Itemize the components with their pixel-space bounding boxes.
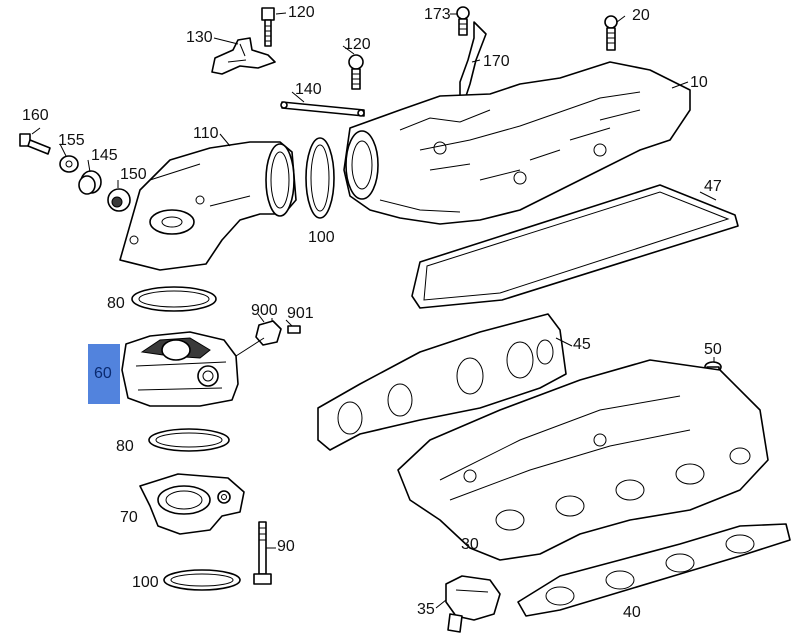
o-ring-100-lower[interactable] xyxy=(163,569,241,591)
label-170[interactable]: 170 xyxy=(483,53,510,70)
grommet-145[interactable] xyxy=(78,170,102,195)
elbow-pipe-110[interactable] xyxy=(119,141,297,271)
bolt-90[interactable] xyxy=(253,521,272,585)
label-35[interactable]: 35 xyxy=(417,601,435,618)
gasket-40[interactable] xyxy=(517,523,791,617)
o-ring-100-upper[interactable] xyxy=(305,137,335,219)
label-60[interactable]: 60 xyxy=(94,365,112,382)
highlight-part-60[interactable] xyxy=(88,344,120,404)
label-120-top[interactable]: 120 xyxy=(288,4,315,21)
label-20[interactable]: 20 xyxy=(632,7,650,24)
throttle-body-60[interactable] xyxy=(121,331,239,407)
bolt-20[interactable] xyxy=(604,15,618,51)
label-30[interactable]: 30 xyxy=(461,536,479,553)
label-145[interactable]: 145 xyxy=(91,147,118,164)
bolt-120-mid[interactable] xyxy=(348,54,364,90)
label-130[interactable]: 130 xyxy=(186,29,213,46)
rod-140[interactable] xyxy=(280,101,365,117)
label-40[interactable]: 40 xyxy=(623,604,641,621)
label-90[interactable]: 90 xyxy=(277,538,295,555)
label-80-lower[interactable]: 80 xyxy=(116,438,134,455)
label-70[interactable]: 70 xyxy=(120,509,138,526)
intake-housing-10[interactable] xyxy=(343,61,691,225)
label-900[interactable]: 900 xyxy=(251,302,278,319)
bracket-130[interactable] xyxy=(211,37,276,75)
label-110[interactable]: 110 xyxy=(193,125,219,142)
label-173[interactable]: 173 xyxy=(424,6,451,23)
label-45[interactable]: 45 xyxy=(573,336,591,353)
label-10[interactable]: 10 xyxy=(690,74,708,91)
label-150[interactable]: 150 xyxy=(120,166,147,183)
washer-155[interactable] xyxy=(59,155,79,173)
label-80-upper[interactable]: 80 xyxy=(107,295,125,312)
label-901[interactable]: 901 xyxy=(287,305,314,322)
gasket-45[interactable] xyxy=(317,313,567,451)
o-ring-80-upper[interactable] xyxy=(131,286,217,312)
sleeve-150[interactable] xyxy=(107,188,131,212)
label-155[interactable]: 155 xyxy=(58,132,85,149)
label-140[interactable]: 140 xyxy=(295,81,322,98)
pin-901[interactable] xyxy=(287,325,301,334)
actuator-35[interactable] xyxy=(445,575,501,633)
bolt-173[interactable] xyxy=(456,6,470,36)
label-160[interactable]: 160 xyxy=(22,107,49,124)
lower-manifold-30[interactable] xyxy=(397,359,769,561)
label-120-mid[interactable]: 120 xyxy=(344,36,371,53)
adapter-flange-70[interactable] xyxy=(139,473,245,535)
label-47[interactable]: 47 xyxy=(704,178,722,195)
bolt-160[interactable] xyxy=(19,133,51,155)
bolt-120-top[interactable] xyxy=(261,7,275,47)
label-50[interactable]: 50 xyxy=(704,341,722,358)
label-100-lower[interactable]: 100 xyxy=(132,574,159,591)
leader-lines xyxy=(31,12,717,609)
label-100-upper[interactable]: 100 xyxy=(308,229,335,246)
gasket-47[interactable] xyxy=(411,184,739,309)
o-ring-80-lower[interactable] xyxy=(148,428,230,452)
